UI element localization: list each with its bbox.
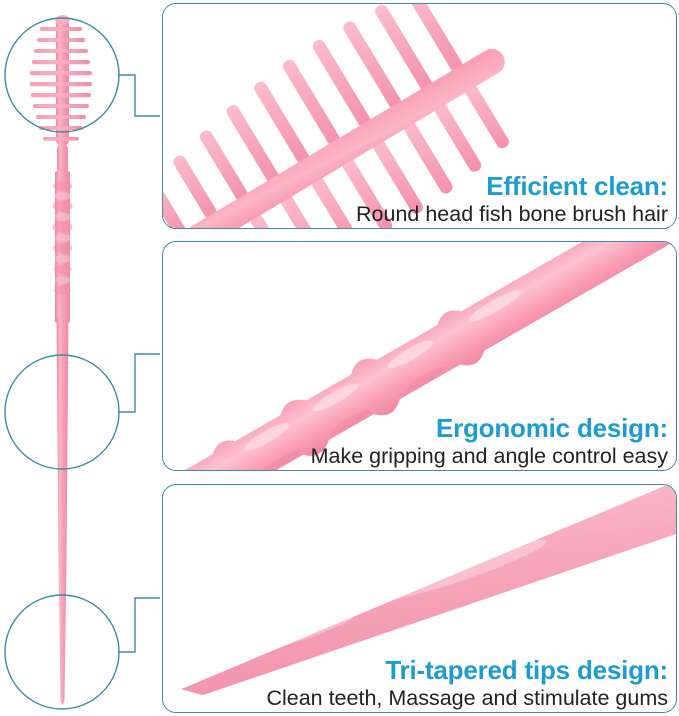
subtext-tri-tapered-tips: Clean teeth, Massage and stimulate gums: [266, 686, 668, 711]
callout-connectors: [118, 74, 160, 653]
ribbed-shaft-group: [163, 242, 676, 470]
product-neck: [57, 144, 68, 174]
tapered-tip-closeup-art: [180, 485, 676, 696]
product-illustration: [4, 15, 160, 710]
heading-ergonomic-design: Ergonomic design:: [435, 412, 668, 443]
subtext-efficient-clean: Round head fish bone brush hair: [356, 202, 668, 227]
caption-tri-tapered-tips: Tri-tapered tips design: Clean teeth, Ma…: [266, 654, 668, 711]
panel-efficient-clean: Efficient clean: Round head fish bone br…: [162, 3, 677, 229]
tip-highlight: [250, 539, 547, 653]
subtext-ergonomic-design: Make gripping and angle control easy: [310, 444, 668, 469]
product-tapered-tip: [56, 318, 69, 706]
caption-efficient-clean: Efficient clean: Round head fish bone br…: [356, 170, 668, 227]
tapered-tip-shape: [180, 485, 676, 696]
product-brush-head: [30, 15, 92, 146]
brush-head-group: [163, 4, 509, 228]
panel-tri-tapered-tips: Tri-tapered tips design: Clean teeth, Ma…: [162, 484, 677, 713]
panel-ergonomic-design: Ergonomic design: Make gripping and angl…: [162, 241, 677, 471]
heading-tri-tapered-tips: Tri-tapered tips design:: [385, 654, 668, 685]
heading-efficient-clean: Efficient clean:: [486, 170, 668, 201]
brush-head-closeup-art: [163, 4, 509, 228]
product-grip-section: [52, 170, 73, 324]
ribbed-shaft-closeup-art: [163, 242, 676, 470]
product-illustration-column: [0, 0, 160, 716]
caption-ergonomic-design: Ergonomic design: Make gripping and angl…: [310, 412, 669, 469]
